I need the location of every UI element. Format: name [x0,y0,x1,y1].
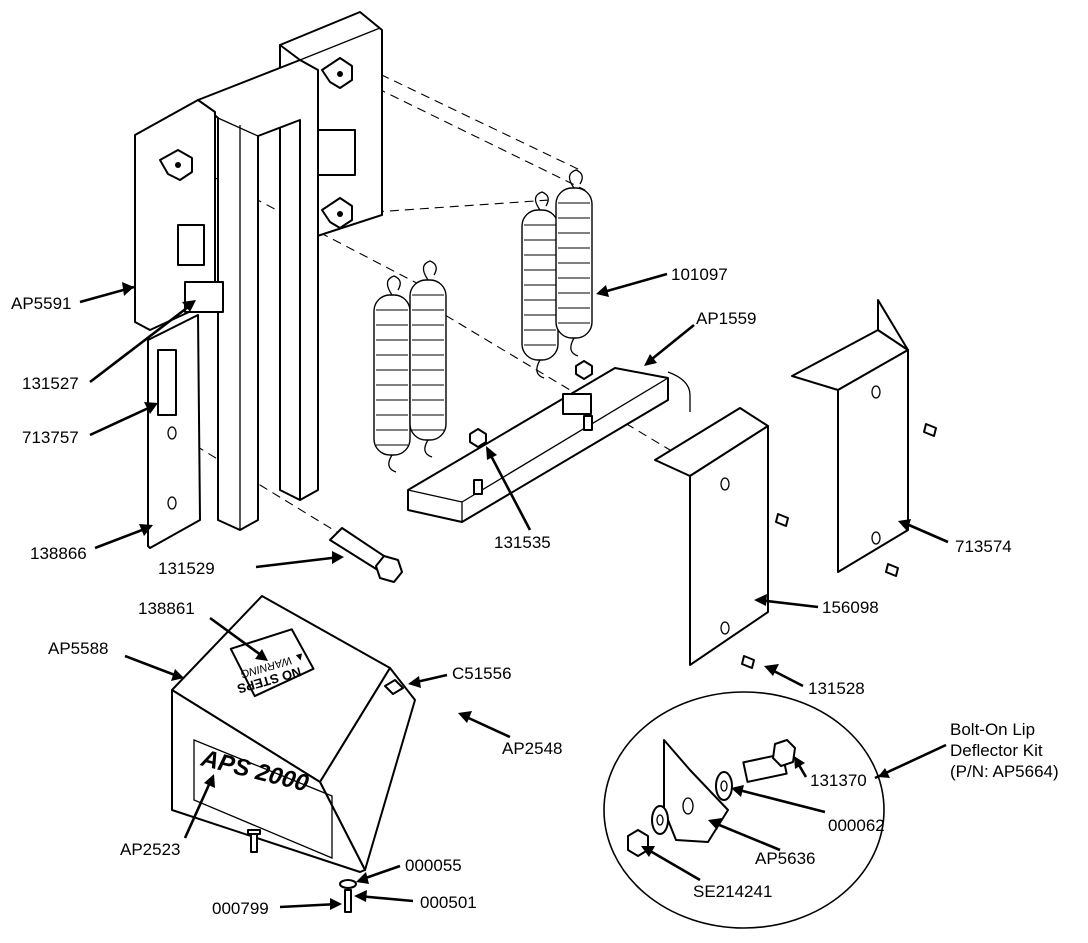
label-000501: 000501 [420,893,477,912]
front-bracket [134,99,224,549]
label-000055: 000055 [405,856,462,875]
label-000799: 000799 [212,899,269,918]
spring-bar [407,360,691,523]
bracket-713574 [791,299,937,577]
springs-upper [521,169,593,379]
label-se214241: SE214241 [693,882,772,901]
kit-part-number: (P/N: AP5664) [950,762,1059,781]
label-ap2523: AP2523 [120,840,181,859]
label-713757: 713757 [22,428,79,447]
label-138866: 138866 [30,544,87,563]
label-000062: 000062 [828,816,885,835]
label-ap1559: AP1559 [696,309,757,328]
label-138861: 138861 [138,599,195,618]
label-131370: 131370 [810,771,867,790]
label-ap5588: AP5588 [48,639,109,658]
label-156098: 156098 [822,598,879,617]
label-ap5636: AP5636 [755,849,816,868]
plate-156098 [654,407,789,669]
springs-lower [373,260,447,473]
kit-title-line2: Deflector Kit [950,741,1043,760]
label-c51556: C51556 [452,664,512,683]
label-713574: 713574 [955,537,1012,556]
label-131527: 131527 [22,374,79,393]
middle-channel [197,59,319,531]
hood-ap5588: ▲ WARNING NO STEPS APS 2000 [171,595,416,913]
label-131529: 131529 [158,559,215,578]
label-101097: 101097 [671,265,728,284]
label-131535: 131535 [494,533,551,552]
label-ap2548: AP2548 [502,739,563,758]
kit-title-line1: Bolt-On Lip [950,720,1035,739]
lip-deflector-kit [603,691,885,929]
callout-labels: AP5591 131527 713757 138866 131529 10109… [11,265,1059,918]
leader-lines [79,272,949,910]
label-ap5591: AP5591 [11,294,72,313]
label-131528: 131528 [808,679,865,698]
pin-131529 [329,527,403,583]
